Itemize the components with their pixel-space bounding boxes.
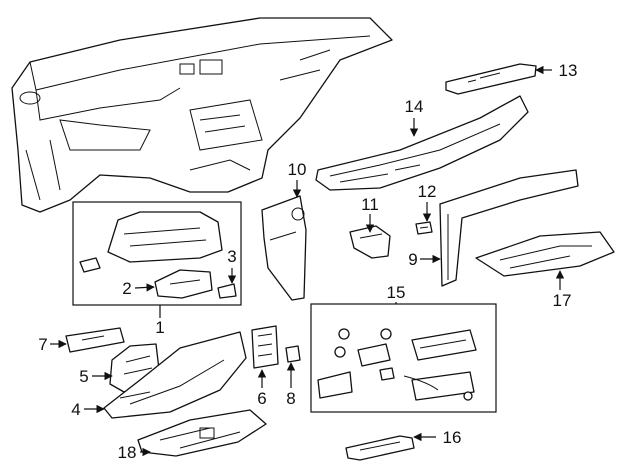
callout-3: 3 (227, 247, 236, 266)
part-4-lower-panel (103, 331, 247, 419)
leader-lines (50, 65, 565, 457)
callout-14: 14 (405, 97, 424, 116)
callout-5: 5 (79, 367, 88, 386)
part-10-side-panel (261, 195, 307, 301)
callout-12: 12 (418, 182, 437, 201)
callout-15: 15 (387, 283, 406, 302)
part-11-bracket (349, 225, 391, 259)
part-15-components (317, 328, 477, 401)
part-18-reinforcement (137, 409, 267, 457)
part-13-defroster-nozzle (445, 63, 537, 95)
callout-13: 13 (559, 61, 578, 80)
callout-11: 11 (361, 195, 379, 214)
instrument-panel (11, 17, 393, 213)
callout-10: 10 (288, 160, 307, 179)
callout-7: 7 (38, 335, 47, 354)
callout-6: 6 (257, 389, 266, 408)
callout-17: 17 (553, 291, 572, 310)
part-8-small-switch (285, 345, 301, 363)
part-6-switch-assembly (251, 325, 279, 369)
part-16-trim-strip (345, 435, 415, 461)
part-17-lower-cover (475, 231, 615, 277)
callout-1: 1 (155, 318, 164, 337)
callout-16: 16 (443, 428, 462, 447)
part-14-garnish-panel (315, 95, 529, 191)
part-15-group-box (310, 303, 497, 413)
part-2-cluster-lower (154, 269, 213, 299)
callout-2: 2 (122, 279, 131, 298)
callout-4: 4 (71, 400, 80, 419)
callout-9: 9 (408, 250, 417, 269)
part-3-clip (217, 283, 237, 299)
part-1-small-clip (79, 257, 101, 273)
part-9-side-trim (439, 169, 579, 287)
part-12-clip (415, 221, 433, 235)
part-1-group-box (72, 201, 242, 306)
callout-8: 8 (286, 389, 295, 408)
part-7-trim-piece (65, 327, 125, 353)
part-1-cluster-hood (107, 211, 223, 263)
callout-18: 18 (118, 443, 137, 462)
